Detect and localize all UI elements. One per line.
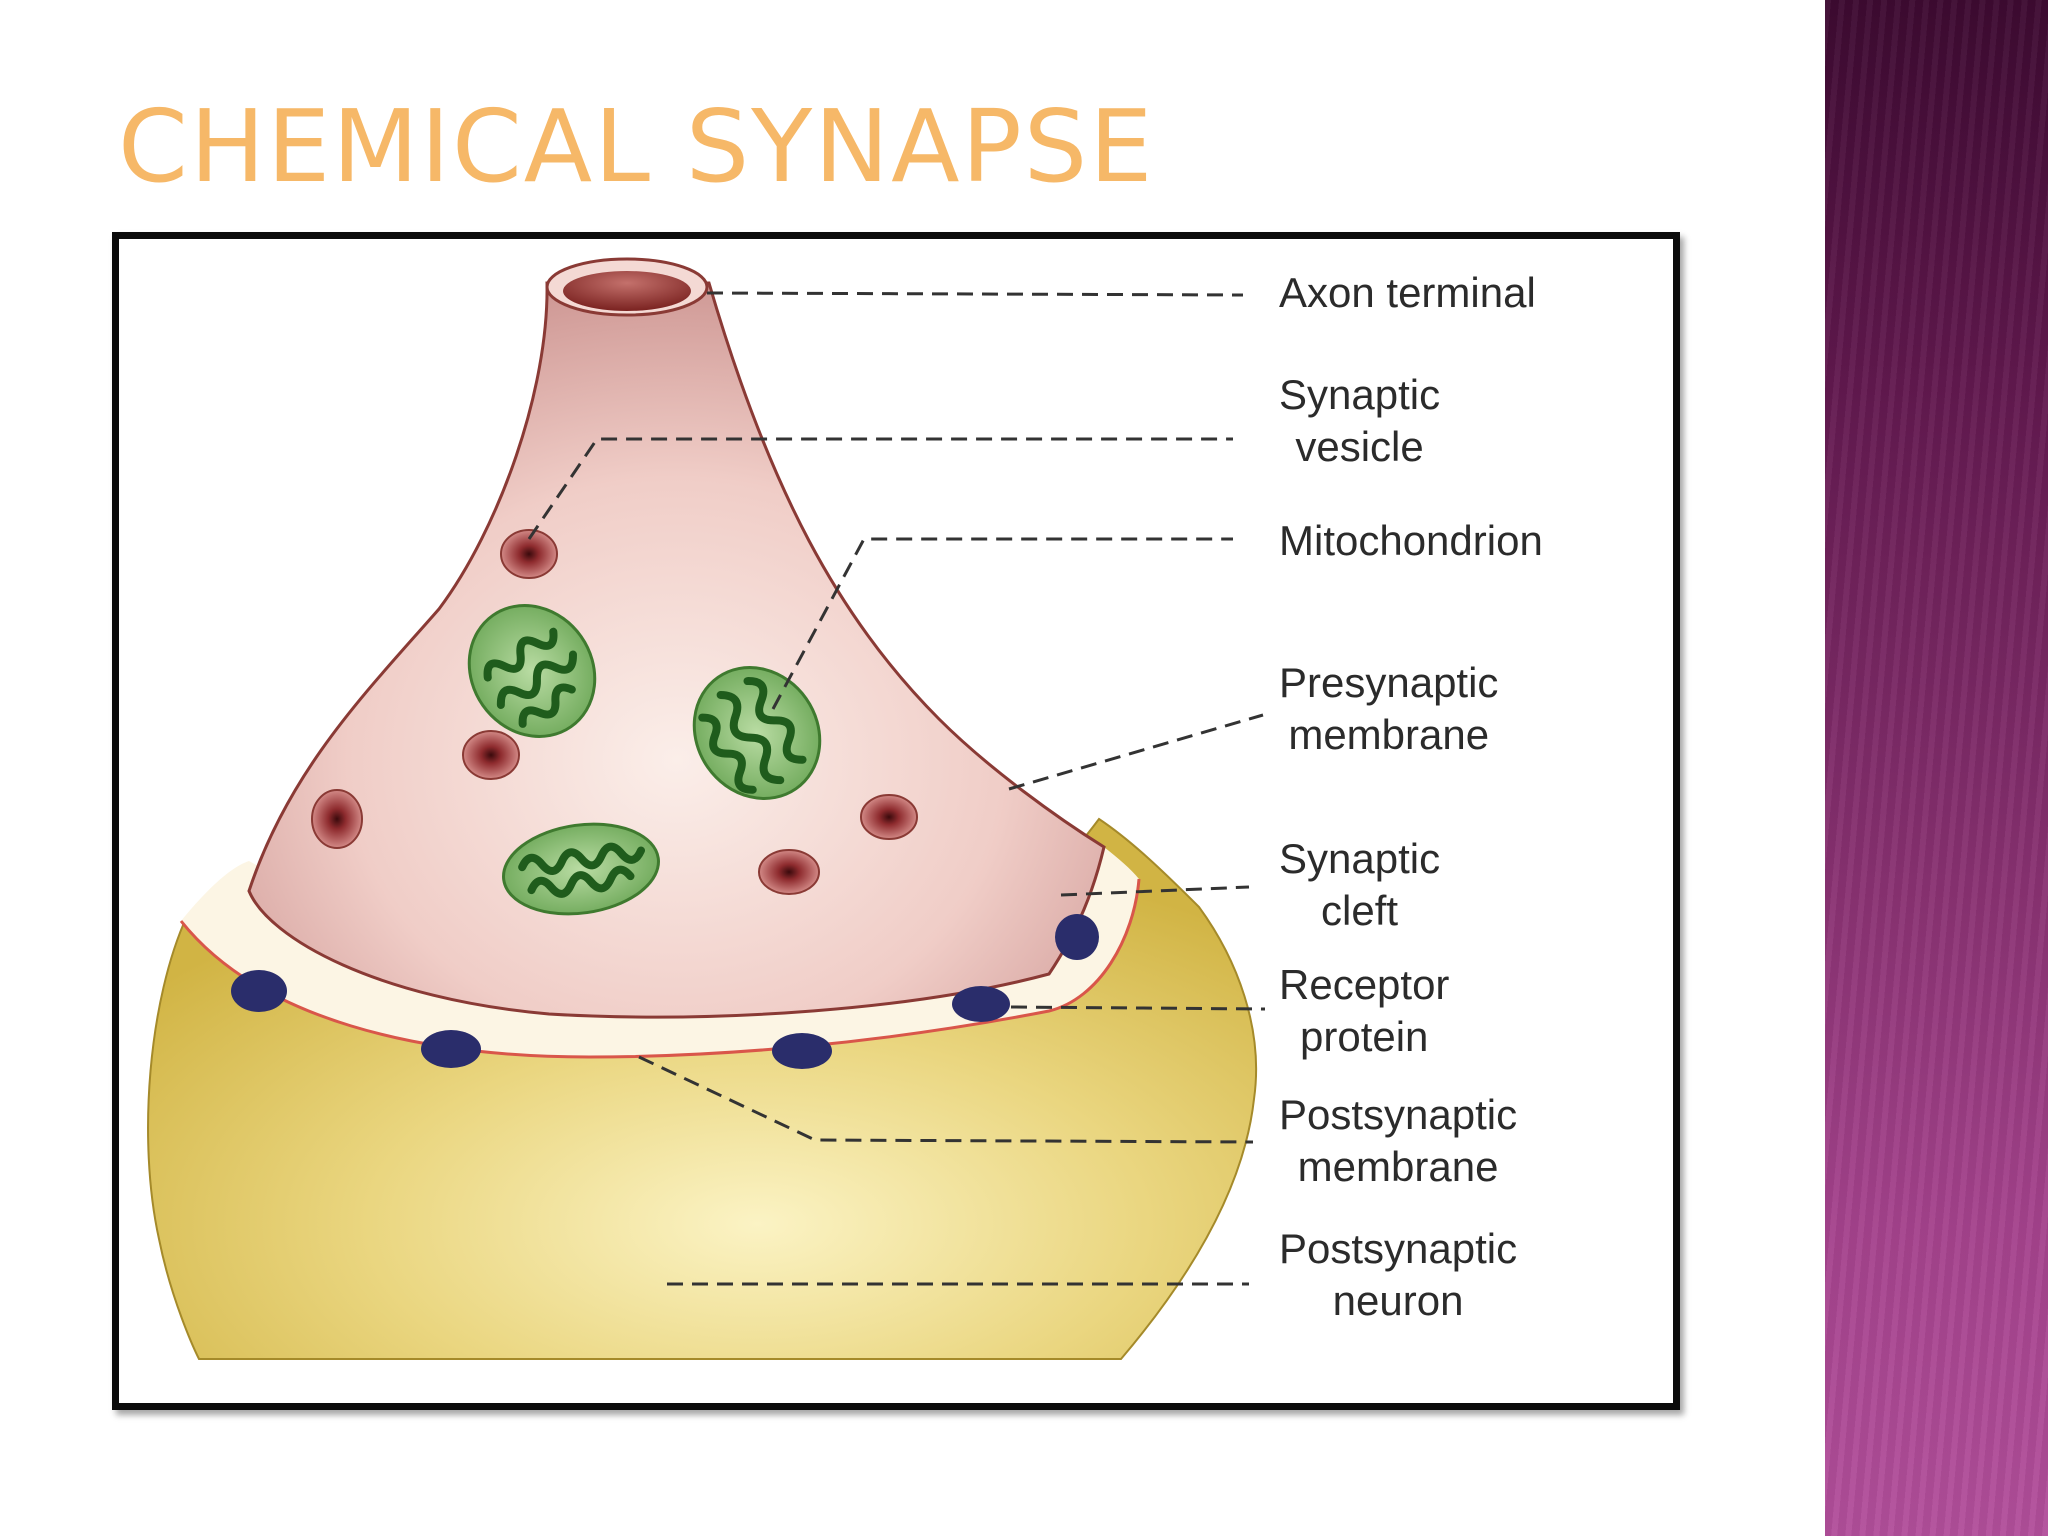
mitochondrion-1 xyxy=(467,604,597,738)
receptor-protein xyxy=(772,1033,832,1069)
leader-receptor-protein xyxy=(1010,1005,1266,1011)
leader-axon-terminal xyxy=(706,291,1244,297)
postsynaptic-membrane-line xyxy=(179,878,1141,1059)
receptor-protein xyxy=(231,970,287,1012)
leader-lines xyxy=(527,291,1266,1286)
slide-title: Chemical Synapse xyxy=(118,88,1155,205)
synapse-illustration xyxy=(147,257,1266,1360)
label-presynaptic-membrane: Presynaptic membrane xyxy=(1279,659,1499,758)
synapse-figure: Axon terminal Synaptic vesicle Mitochond… xyxy=(112,232,1680,1410)
decorative-side-band xyxy=(1825,0,2048,1536)
leader-presynaptic-membrane xyxy=(1008,713,1264,791)
synaptic-vesicle xyxy=(758,849,820,895)
axon-terminal-lumen xyxy=(563,271,691,311)
label-synaptic-cleft: Synaptic cleft xyxy=(1279,835,1441,934)
receptor-protein xyxy=(952,986,1010,1022)
leader-synaptic-cleft xyxy=(1060,885,1250,897)
label-postsynaptic-neuron: Postsynaptic neuron xyxy=(1279,1225,1518,1324)
label-synaptic-vesicle: Synaptic vesicle xyxy=(1279,371,1441,470)
synaptic-vesicle xyxy=(311,789,363,849)
receptor-protein xyxy=(1055,914,1099,960)
leader-mitochondrion xyxy=(771,537,1233,710)
leader-synaptic-vesicle xyxy=(527,437,1233,540)
synaptic-vesicle xyxy=(860,794,918,840)
leader-postsynaptic-membrane xyxy=(638,1055,1254,1144)
label-mitochondrion: Mitochondrion xyxy=(1279,517,1543,564)
label-receptor-protein: Receptor protein xyxy=(1279,961,1450,1060)
synaptic-vesicle xyxy=(500,529,558,579)
label-axon-terminal: Axon terminal xyxy=(1279,269,1536,316)
receptor-protein xyxy=(421,1030,481,1068)
presynaptic-terminal-shape xyxy=(247,281,1106,1019)
mitochondrion-3 xyxy=(502,822,660,916)
label-postsynaptic-membrane: Postsynaptic membrane xyxy=(1279,1091,1518,1190)
mitochondrion-2 xyxy=(692,666,822,800)
synaptic-vesicle xyxy=(462,730,520,780)
